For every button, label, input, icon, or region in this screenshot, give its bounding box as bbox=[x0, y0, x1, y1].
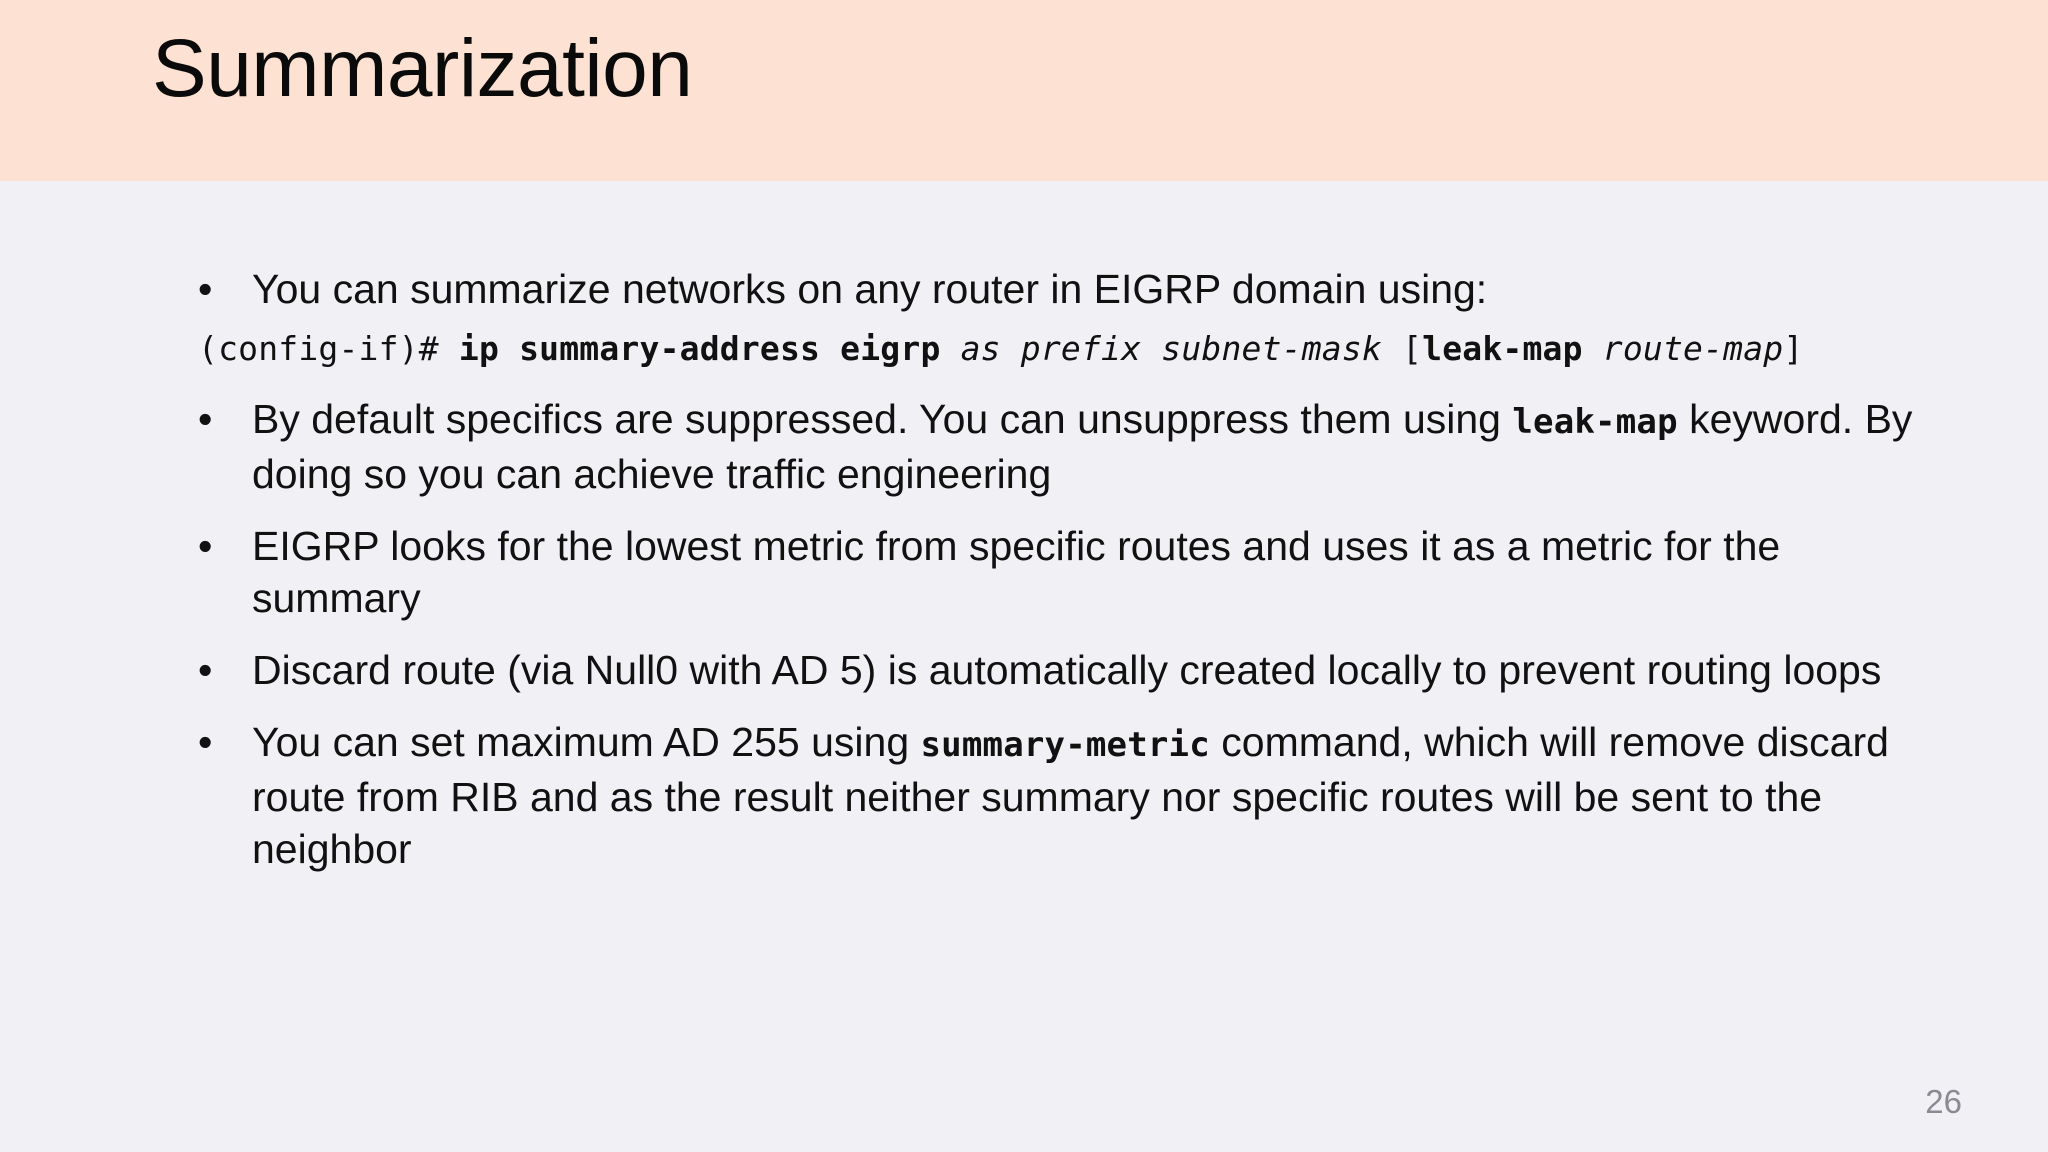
list-item-text: By default specifics are suppressed. You… bbox=[252, 393, 1930, 500]
command-open-bracket: [ bbox=[1402, 329, 1423, 368]
command-option-keyword: leak-map bbox=[1422, 329, 1583, 368]
page-number: 26 bbox=[1925, 1083, 1962, 1120]
bullet-marker-icon: • bbox=[198, 719, 213, 765]
inline-keyword-leak-map: leak-map bbox=[1512, 402, 1678, 442]
list-item: • EIGRP looks for the lowest metric from… bbox=[190, 520, 1930, 624]
list-item: • You can set maximum AD 255 using summa… bbox=[190, 716, 1930, 875]
command-syntax-line: (config-if)# ip summary-address eigrp as… bbox=[198, 325, 1930, 373]
slide-body: • You can summarize networks on any rout… bbox=[0, 181, 2048, 1152]
inline-keyword-summary-metric: summary-metric bbox=[920, 725, 1210, 765]
list-item-text: Discard route (via Null0 with AD 5) is a… bbox=[252, 647, 1882, 693]
bullet-marker-icon: • bbox=[198, 396, 213, 442]
list-item-text: EIGRP looks for the lowest metric from s… bbox=[252, 523, 1781, 621]
command-option-value: route-map bbox=[1582, 329, 1784, 368]
bullet-marker-icon: • bbox=[198, 523, 213, 569]
list-item-text-post: command, which will remove discard route… bbox=[252, 719, 1889, 872]
bullet-marker-icon: • bbox=[198, 647, 213, 693]
list-item-text: You can summarize networks on any router… bbox=[252, 266, 1488, 312]
list-item: • By default specifics are suppressed. Y… bbox=[190, 393, 1930, 500]
list-item-text-pre: By default specifics are suppressed. You… bbox=[252, 396, 1513, 442]
list-item: • You can summarize networks on any rout… bbox=[190, 263, 1930, 315]
command-name: ip summary-address eigrp bbox=[458, 329, 941, 368]
title-band: Summarization bbox=[0, 0, 2048, 181]
bullet-marker-icon: • bbox=[198, 266, 213, 312]
command-arguments: as prefix subnet-mask bbox=[940, 329, 1403, 368]
command-close-bracket: ] bbox=[1783, 329, 1804, 368]
command-prompt: (config-if)# bbox=[198, 329, 459, 368]
bullet-list: • You can summarize networks on any rout… bbox=[190, 263, 1930, 875]
list-item-text-post: keyword. By doing so you can achieve tra… bbox=[252, 396, 1913, 497]
list-item: • Discard route (via Null0 with AD 5) is… bbox=[190, 644, 1930, 696]
list-item-text-pre: You can set maximum AD 255 using bbox=[252, 719, 921, 765]
list-item-text: You can set maximum AD 255 using summary… bbox=[252, 716, 1930, 875]
page-title: Summarization bbox=[152, 23, 693, 114]
